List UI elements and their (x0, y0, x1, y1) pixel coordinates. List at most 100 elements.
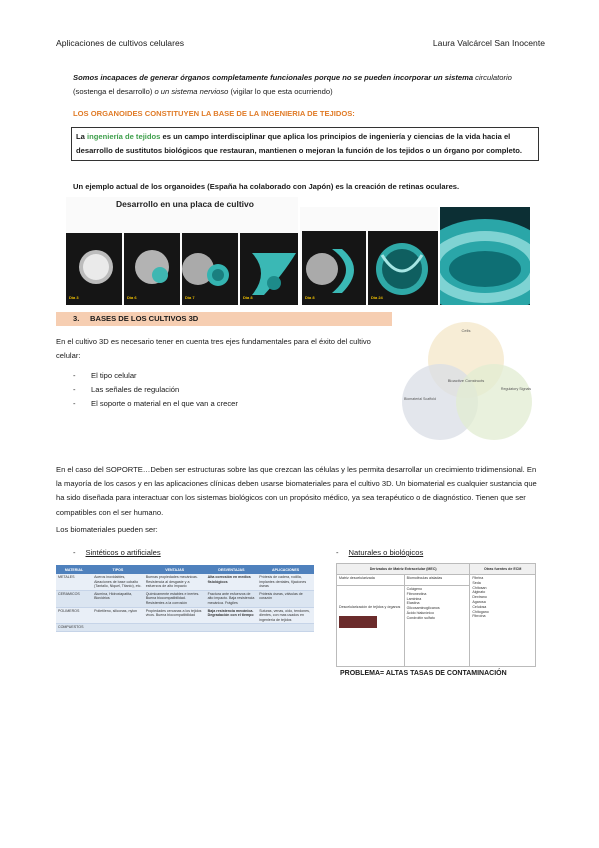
cell: Aceros inoxidables, Aleaciones de base c… (92, 574, 144, 591)
cell: Alta corrosión en medios fisiológicos (205, 574, 258, 591)
cell: Alumina, Hidroxiapatita, Biovidrios (92, 590, 144, 608)
day-label-5: Día 8 (305, 295, 315, 300)
section-title: BASES DE LOS CULTIVOS 3D (90, 314, 199, 323)
cell: Prótesis óseas, válvulas de corazón (257, 590, 314, 608)
fig-tissue-bud (152, 267, 168, 283)
fig-optic-cup (252, 253, 296, 295)
biomolecule: Glicosaminoglicanos (406, 606, 440, 611)
cell: Fractura ante esfuerzos de alto impacto.… (205, 590, 258, 608)
cell: COMPUESTOS (56, 623, 93, 632)
day-label-1: Día 3 (69, 295, 79, 300)
organoides-heading: LOS ORGANOIDES CONSTITUYEN LA BASE DE LA… (73, 109, 355, 118)
natural-table: Derivados de Matriz Extracelular (MEC) O… (336, 563, 536, 667)
other-source: Dextrano (472, 595, 487, 600)
th-mec: Derivados de Matriz Extracelular (MEC) (336, 563, 471, 575)
table-row: METALES Aceros inoxidables, Aleaciones d… (56, 574, 314, 591)
th-desventajas: DESVENTAJAS (205, 565, 258, 574)
figure-title: Desarrollo en una placa de cultivo (116, 199, 254, 209)
biomolecule: Condroitín sulfato (406, 615, 435, 620)
cell: Buenas propiedades mecánicas. Resistenci… (143, 574, 206, 591)
definition-rest: es un campo interdisciplinar que aplica … (76, 132, 522, 156)
other-source: Celulosa (472, 604, 487, 609)
biomat-intro: Los biomateriales pueden ser: (56, 525, 158, 534)
natural-label: Naturales o biológicos (348, 548, 424, 557)
table-row: COMPUESTOS (56, 623, 314, 632)
cell: Propiedades cercanas a los tejidos vivos… (143, 607, 206, 625)
table-row: POLIMEROS Polietileno, siliconas, nylon … (56, 607, 314, 625)
biomolecule: Ácido hialurónico (406, 610, 435, 615)
day-label-2: Día 6 (127, 295, 137, 300)
th-ventajas: VENTAJAS (143, 565, 206, 574)
intro-sostenga: (sostenga el desarrollo) (73, 87, 155, 97)
venn-label-signals: Regulatory Signals (501, 387, 531, 391)
venn-label-scaffold: Biomaterial Scaffold (404, 397, 436, 401)
day-label-3: Día 7 (185, 295, 195, 300)
th-tipos: TIPOS (92, 565, 144, 574)
example-text: Un ejemplo actual de los organoides (Esp… (73, 182, 460, 191)
synthetic-table: MATERIAL TIPOS VENTAJAS DESVENTAJAS APLI… (56, 565, 314, 632)
intro-paragraph: Somos incapaces de generar órganos compl… (73, 71, 543, 99)
other-source: Chitosan (472, 585, 487, 590)
cell: Polietileno, siliconas, nylon (92, 607, 144, 625)
cell: Baja resistencia mecánica. Degradación c… (205, 607, 258, 625)
other-source: Chitogano (472, 609, 489, 614)
intro-vigilar: (vigilar lo que esta ocurriendo) (228, 87, 333, 97)
other-source: Agarosa (472, 599, 486, 604)
row-label: Descelularización de tejidos y órganos (339, 605, 401, 609)
table-natural: Derivados de Matriz Extracelular (MEC) O… (336, 563, 536, 671)
venn-label-cells: Cells (462, 328, 471, 333)
cell: METALES (56, 574, 93, 591)
bullet-item: -El soporte o material en el que van a c… (73, 399, 238, 408)
cell: Prótesis de cadera, rodilla, implantes d… (257, 574, 314, 591)
th-material: MATERIAL (56, 565, 93, 574)
cell: POLIMEROS (56, 607, 93, 625)
definition-box: La ingeniería de tejidos es un campo int… (71, 127, 539, 162)
table-synthetic: MATERIAL TIPOS VENTAJAS DESVENTAJAS APLI… (56, 565, 314, 667)
day-label-4: Día 8 (243, 295, 253, 300)
definition-lead: La (76, 132, 87, 141)
other-sources-cell: Fibrina Seda Chitosan Alginato Dextrano … (469, 574, 536, 667)
biomolecule: Fibronectina (406, 591, 427, 596)
cell (92, 623, 144, 632)
figure-middle-images (302, 231, 438, 305)
biomolecules-cell: Colágeno Fibronectina Laminina Elastina … (403, 585, 471, 667)
figure-left-images (66, 233, 298, 305)
definition-term: ingeniería de tejidos (86, 132, 161, 141)
header-left: Aplicaciones de cultivos celulares (56, 38, 185, 48)
cell: Suturas, venas, oído, tendones, dientes,… (257, 607, 314, 625)
other-source: Seda (472, 580, 481, 585)
biomolecule: Colágeno (406, 587, 423, 591)
venn-circle-scaffold (402, 364, 478, 440)
day-label-6: Día 24 (371, 295, 383, 300)
other-source: Fibrina (472, 576, 484, 580)
header-right: Laura Valcárcel San Inocente (432, 38, 545, 48)
venn-diagram: Cells Biomaterial Scaffold Regulatory Si… (402, 322, 532, 440)
other-source: Fibroína (472, 614, 486, 619)
figure-retina-closeup (440, 207, 530, 305)
figure-note-1 (69, 213, 179, 217)
venn-circle-signals (456, 364, 532, 440)
other-source: Alginato (472, 590, 486, 595)
th-otras: Otras fuentes de ECM (469, 563, 536, 575)
section-bar (56, 312, 392, 326)
bullet-text: Las señales de regulación (91, 385, 180, 394)
bullet-text: El tipo celular (91, 371, 137, 380)
cell (143, 623, 206, 632)
intro-part1: Somos incapaces de generar órganos compl… (73, 73, 474, 82)
sub-biomoleculas: Biomoléculas aisladas (403, 574, 471, 586)
venn-label-bioactive: Bioactive Constructs (448, 378, 484, 383)
row-label-cell: Descelularización de tejidos y órganos (336, 585, 405, 667)
cultivo-intro: En el cultivo 3D es necesario tener en c… (56, 337, 371, 361)
cell: Químicamente estables e inertes. Buena b… (143, 590, 206, 608)
intro-circulatorio: circulatorio (475, 73, 512, 82)
cell (205, 623, 258, 632)
bullet-item: -El tipo celular (73, 371, 137, 380)
natural-label-row: -Naturales o biológicos (336, 548, 424, 557)
cell (257, 623, 314, 632)
section-number: 3. (73, 314, 80, 323)
bullet-item: -Las señales de regulación (73, 385, 180, 394)
biomolecule: Elastina (406, 601, 420, 606)
tissue-photo (339, 615, 377, 628)
intro-nervioso: o un sistema nervioso (154, 87, 229, 97)
soporte-paragraph: En el caso del SOPORTE…Deben ser estruct… (56, 465, 537, 517)
